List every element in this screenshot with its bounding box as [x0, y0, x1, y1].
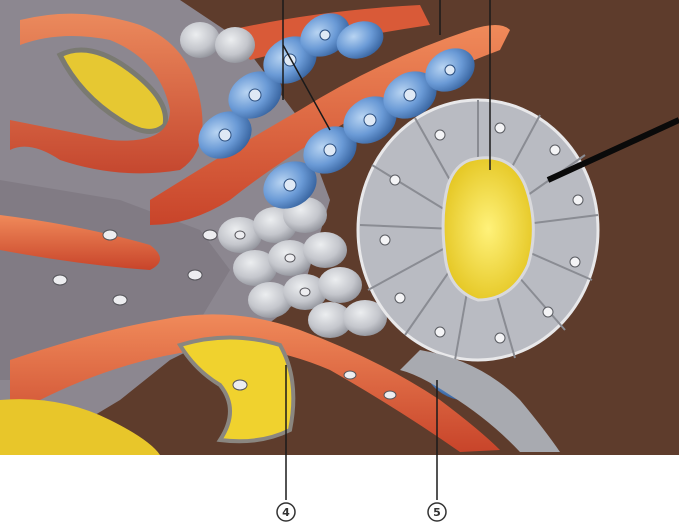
marker-5-label: 5: [433, 506, 441, 519]
lower-white-margin: [0, 455, 679, 528]
acinus: [358, 100, 598, 360]
acinus-lumen: [443, 158, 533, 300]
marker-5: 5: [428, 503, 446, 521]
marker-4-label: 4: [282, 506, 290, 519]
marker-4: 4: [277, 503, 295, 521]
